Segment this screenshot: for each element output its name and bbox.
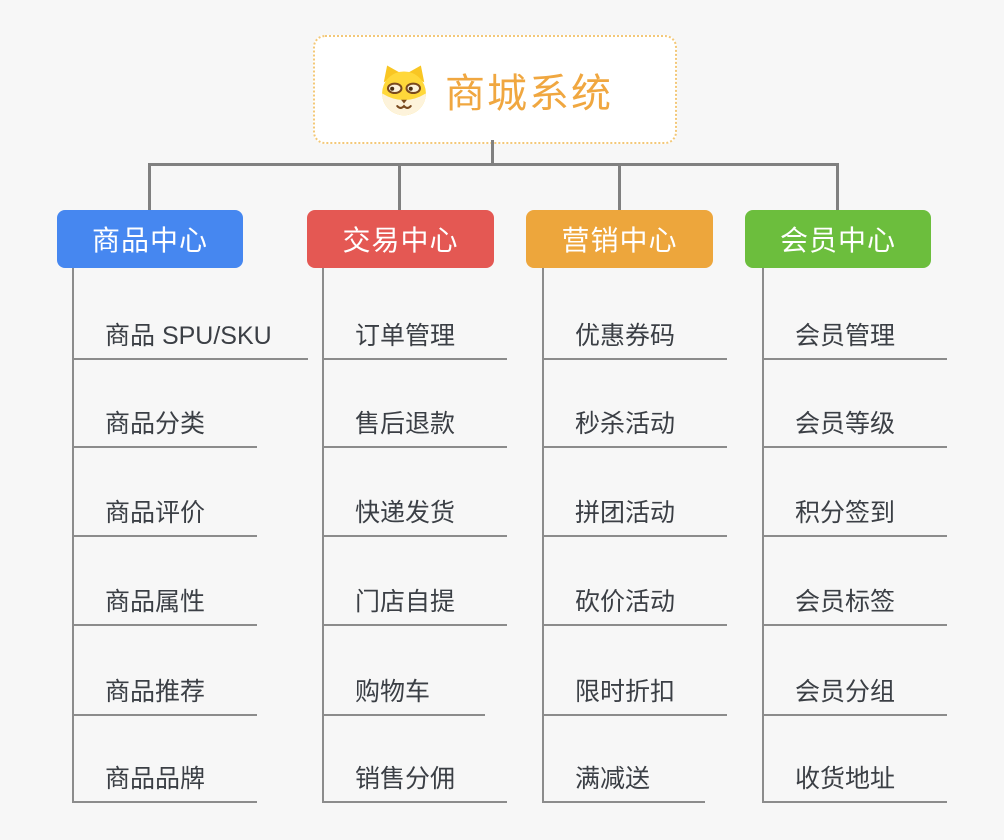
leaf-node-product-recommend[interactable]: 商品推荐	[72, 672, 257, 716]
branch-node-product-center[interactable]: 商品中心	[57, 210, 243, 268]
leaf-node-member-management[interactable]: 会员管理	[762, 316, 947, 360]
leaf-node-member-group[interactable]: 会员分组	[762, 672, 947, 716]
branch-label: 商品中心	[91, 225, 208, 256]
root-node-mall-system[interactable]: 商城系统	[313, 35, 677, 144]
spine-marketing-center	[542, 268, 544, 801]
leaf-node-time-discount[interactable]: 限时折扣	[542, 672, 727, 716]
leaf-node-group-buy[interactable]: 拼团活动	[542, 493, 727, 537]
leaf-node-full-reduction[interactable]: 满减送	[542, 759, 705, 803]
leaf-node-store-pickup[interactable]: 门店自提	[322, 582, 507, 626]
leaf-node-shipping-address[interactable]: 收货地址	[762, 759, 947, 803]
branch-node-marketing-center[interactable]: 营销中心	[526, 210, 713, 268]
leaf-node-product-brand[interactable]: 商品品牌	[72, 759, 257, 803]
leaf-node-product-category[interactable]: 商品分类	[72, 404, 257, 448]
connector-drop-marketing	[618, 163, 621, 210]
leaf-node-bargain-activity[interactable]: 砍价活动	[542, 582, 727, 626]
branch-label: 会员中心	[779, 225, 896, 256]
leaf-node-points-checkin[interactable]: 积分签到	[762, 493, 947, 537]
dog-face-icon	[382, 65, 426, 115]
leaf-node-express-shipping[interactable]: 快递发货	[322, 493, 507, 537]
connector-root-stem	[491, 140, 494, 165]
leaf-node-coupon-code[interactable]: 优惠券码	[542, 316, 727, 360]
spine-member-center	[762, 268, 764, 801]
leaf-node-member-level[interactable]: 会员等级	[762, 404, 947, 448]
leaf-node-aftersale-refund[interactable]: 售后退款	[322, 404, 507, 448]
leaf-node-order-management[interactable]: 订单管理	[322, 316, 507, 360]
branch-label: 营销中心	[561, 225, 678, 256]
leaf-node-shopping-cart[interactable]: 购物车	[322, 672, 485, 716]
spine-product-center	[72, 268, 74, 801]
leaf-node-product-review[interactable]: 商品评价	[72, 493, 257, 537]
connector-drop-member	[836, 163, 839, 210]
branch-label: 交易中心	[342, 225, 459, 256]
connector-horizontal-bar	[148, 163, 839, 166]
root-title: 商城系统	[445, 71, 613, 116]
leaf-node-sales-commission[interactable]: 销售分佣	[322, 759, 507, 803]
connector-drop-trade	[398, 163, 401, 210]
leaf-node-product-spu-sku[interactable]: 商品 SPU/SKU	[72, 316, 308, 360]
branch-node-member-center[interactable]: 会员中心	[745, 210, 931, 268]
leaf-node-flash-sale[interactable]: 秒杀活动	[542, 404, 727, 448]
leaf-node-member-tag[interactable]: 会员标签	[762, 582, 947, 626]
branch-node-trade-center[interactable]: 交易中心	[307, 210, 494, 268]
leaf-node-product-attribute[interactable]: 商品属性	[72, 582, 257, 626]
spine-trade-center	[322, 268, 324, 801]
connector-drop-product	[148, 163, 151, 210]
